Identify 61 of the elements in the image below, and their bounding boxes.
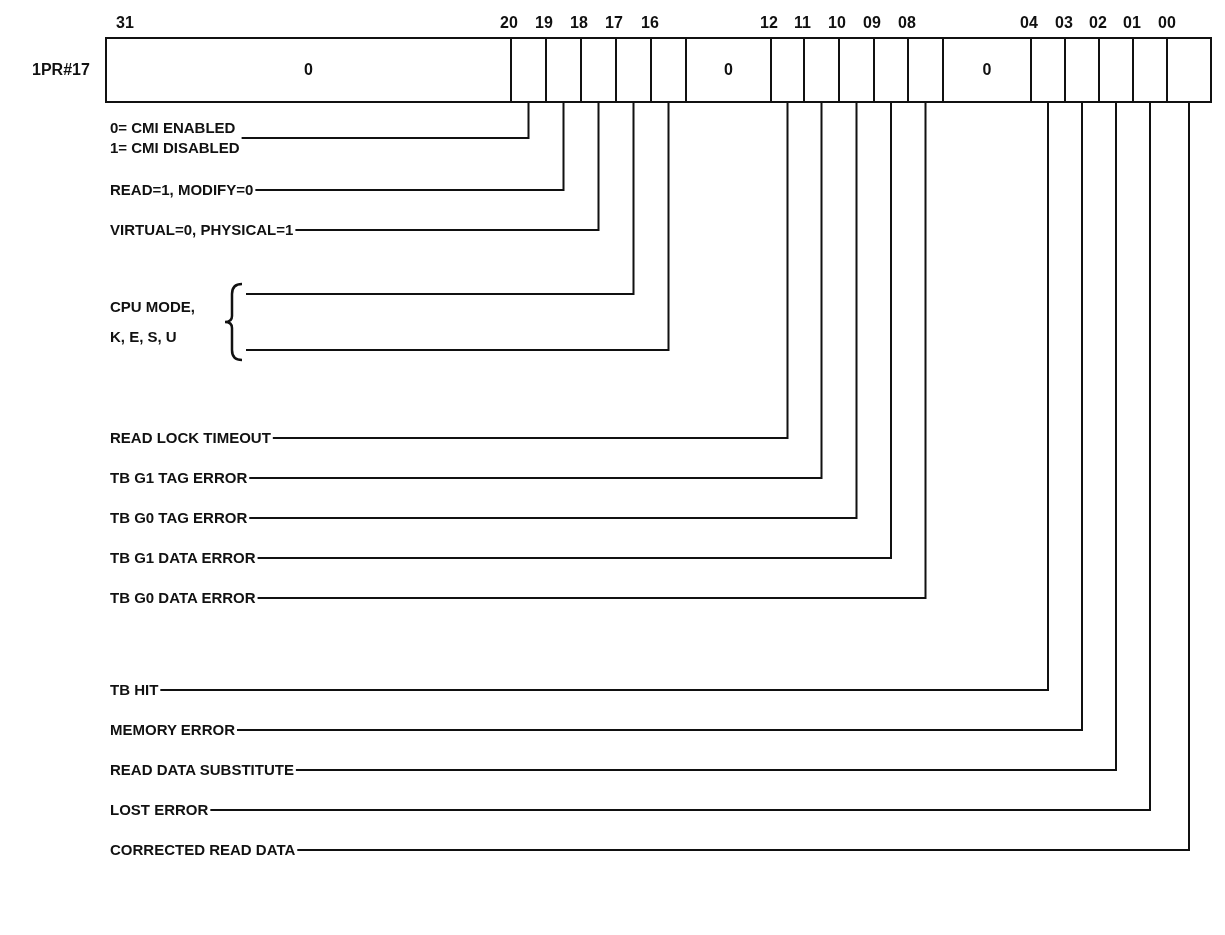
bit-number: 02	[1089, 14, 1107, 32]
bit-number: 16	[641, 14, 659, 32]
field-description: READ LOCK TIMEOUT	[110, 428, 271, 448]
field-description: 0= CMI ENABLED	[110, 118, 237, 138]
bit-cell	[907, 37, 944, 103]
leader-line	[271, 102, 789, 439]
leader-line	[294, 102, 1117, 771]
bit-cell	[1166, 37, 1212, 103]
bit-number: 11	[794, 14, 811, 32]
bit-number: 04	[1020, 14, 1038, 32]
bit-cell	[545, 37, 582, 103]
leader-line	[245, 102, 670, 351]
bit-number: 08	[898, 14, 916, 32]
field-description: LOST ERROR	[110, 800, 209, 820]
field-description: READ=1, MODIFY=0	[110, 180, 254, 200]
bit-cell	[650, 37, 687, 103]
field-description: CPU MODE, K, E, S, U	[110, 297, 196, 347]
bit-number: 00	[1158, 14, 1176, 32]
field-description: TB G0 DATA ERROR	[110, 588, 256, 608]
leader-line	[294, 102, 600, 231]
leader-line	[245, 102, 635, 295]
bit-cell	[580, 37, 617, 103]
bit-cell	[1098, 37, 1134, 103]
register-field: 0	[685, 37, 772, 103]
bit-cell	[510, 37, 547, 103]
bit-cell	[770, 37, 805, 103]
bit-number: 17	[605, 14, 623, 32]
field-description: READ DATA SUBSTITUTE	[110, 760, 294, 780]
bit-number: 03	[1055, 14, 1073, 32]
bit-number: 01	[1123, 14, 1141, 32]
bit-number: 09	[863, 14, 881, 32]
field-description: TB G1 TAG ERROR	[110, 468, 248, 488]
leader-line	[236, 102, 1083, 731]
register-field: 0	[105, 37, 512, 103]
bit-number: 20	[500, 14, 518, 32]
bit-number: 12	[760, 14, 778, 32]
register-field: 0	[942, 37, 1032, 103]
field-description: CORRECTED READ DATA	[110, 840, 296, 860]
leader-line	[209, 102, 1151, 811]
field-description: TB G1 DATA ERROR	[110, 548, 256, 568]
bit-cell	[1030, 37, 1066, 103]
bit-number: 31	[116, 14, 134, 32]
field-description: VIRTUAL=0, PHYSICAL=1	[110, 220, 294, 240]
bit-cell	[803, 37, 840, 103]
bit-cell	[838, 37, 875, 103]
bit-number: 19	[535, 14, 553, 32]
bit-number: 18	[570, 14, 588, 32]
bit-number: 10	[828, 14, 846, 32]
field-description: 1= CMI DISABLED	[110, 138, 240, 158]
field-description: MEMORY ERROR	[110, 720, 235, 740]
leader-line	[296, 102, 1190, 851]
field-description: TB G0 TAG ERROR	[110, 508, 248, 528]
bit-cell	[1132, 37, 1168, 103]
bit-cell	[873, 37, 909, 103]
leader-line	[254, 102, 565, 191]
bit-cell	[1064, 37, 1100, 103]
register-name: 1PR#17	[32, 61, 90, 79]
bit-cell	[615, 37, 652, 103]
leader-line	[159, 102, 1049, 691]
field-description: TB HIT	[110, 680, 159, 700]
leader-line	[240, 102, 530, 139]
